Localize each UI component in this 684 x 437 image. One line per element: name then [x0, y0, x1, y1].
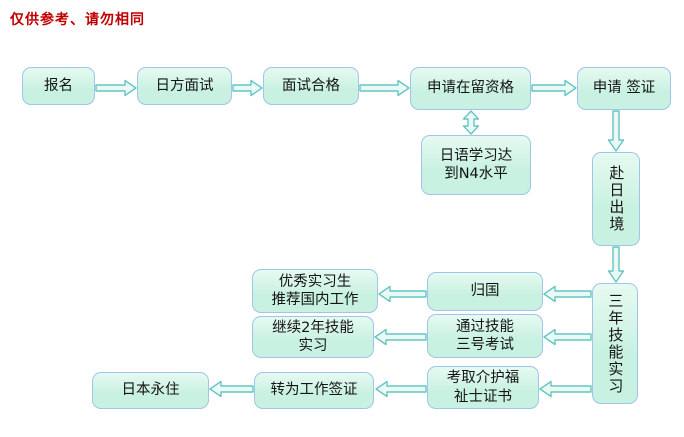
arrow-three_year-to-skill_exam3	[543, 328, 592, 346]
node-continue-2year: 继续2年技能 实习	[252, 316, 374, 358]
arrow-three_year-to-caregiver_cert	[539, 380, 592, 398]
arrow-caregiver_cert-to-work_visa	[375, 380, 427, 398]
arrow-visa-to-depart_japan	[607, 110, 625, 152]
arrow-return_home-to-excellent	[378, 285, 427, 303]
node-depart-japan: 赴日出境	[592, 152, 640, 246]
arrow-japan_interview-to-interview_pass	[232, 79, 263, 97]
node-skill-exam3: 通过技能 三号考试	[427, 314, 543, 358]
node-interview-pass: 面试合格	[263, 67, 359, 105]
arrow-interview_pass-to-residence_status	[359, 79, 410, 97]
arrow-residence_status-to-visa	[531, 79, 577, 97]
node-permanent-residence: 日本永住	[92, 372, 209, 409]
arrow-residence_status-to-jlpt_n4	[462, 110, 480, 135]
arrow-skill_exam3-to-continue2y	[374, 328, 427, 346]
node-residence-status: 申请在留资格	[410, 67, 531, 110]
node-japan-interview: 日方面试	[137, 67, 232, 105]
node-visa: 申请 签证	[577, 67, 671, 110]
node-work-visa: 转为工作签证	[254, 372, 374, 409]
node-caregiver-cert: 考取介护福 祉士证书	[427, 366, 539, 409]
node-excellent-intern: 优秀实习生 推荐国内工作	[252, 269, 378, 313]
arrow-three_year-to-return_home	[543, 285, 592, 303]
disclaimer-title: 仅供参考、请勿相同	[10, 12, 145, 28]
arrow-work_visa-to-permanent	[209, 380, 254, 398]
node-return-home: 归国	[427, 272, 543, 311]
arrow-signup-to-japan_interview	[95, 79, 137, 97]
node-three-year: 三年技能实习	[592, 283, 638, 404]
arrow-depart_japan-to-three_year	[607, 246, 625, 283]
node-jlpt-n4: 日语学习达 到N4水平	[421, 135, 531, 195]
node-signup: 报名	[22, 67, 95, 105]
